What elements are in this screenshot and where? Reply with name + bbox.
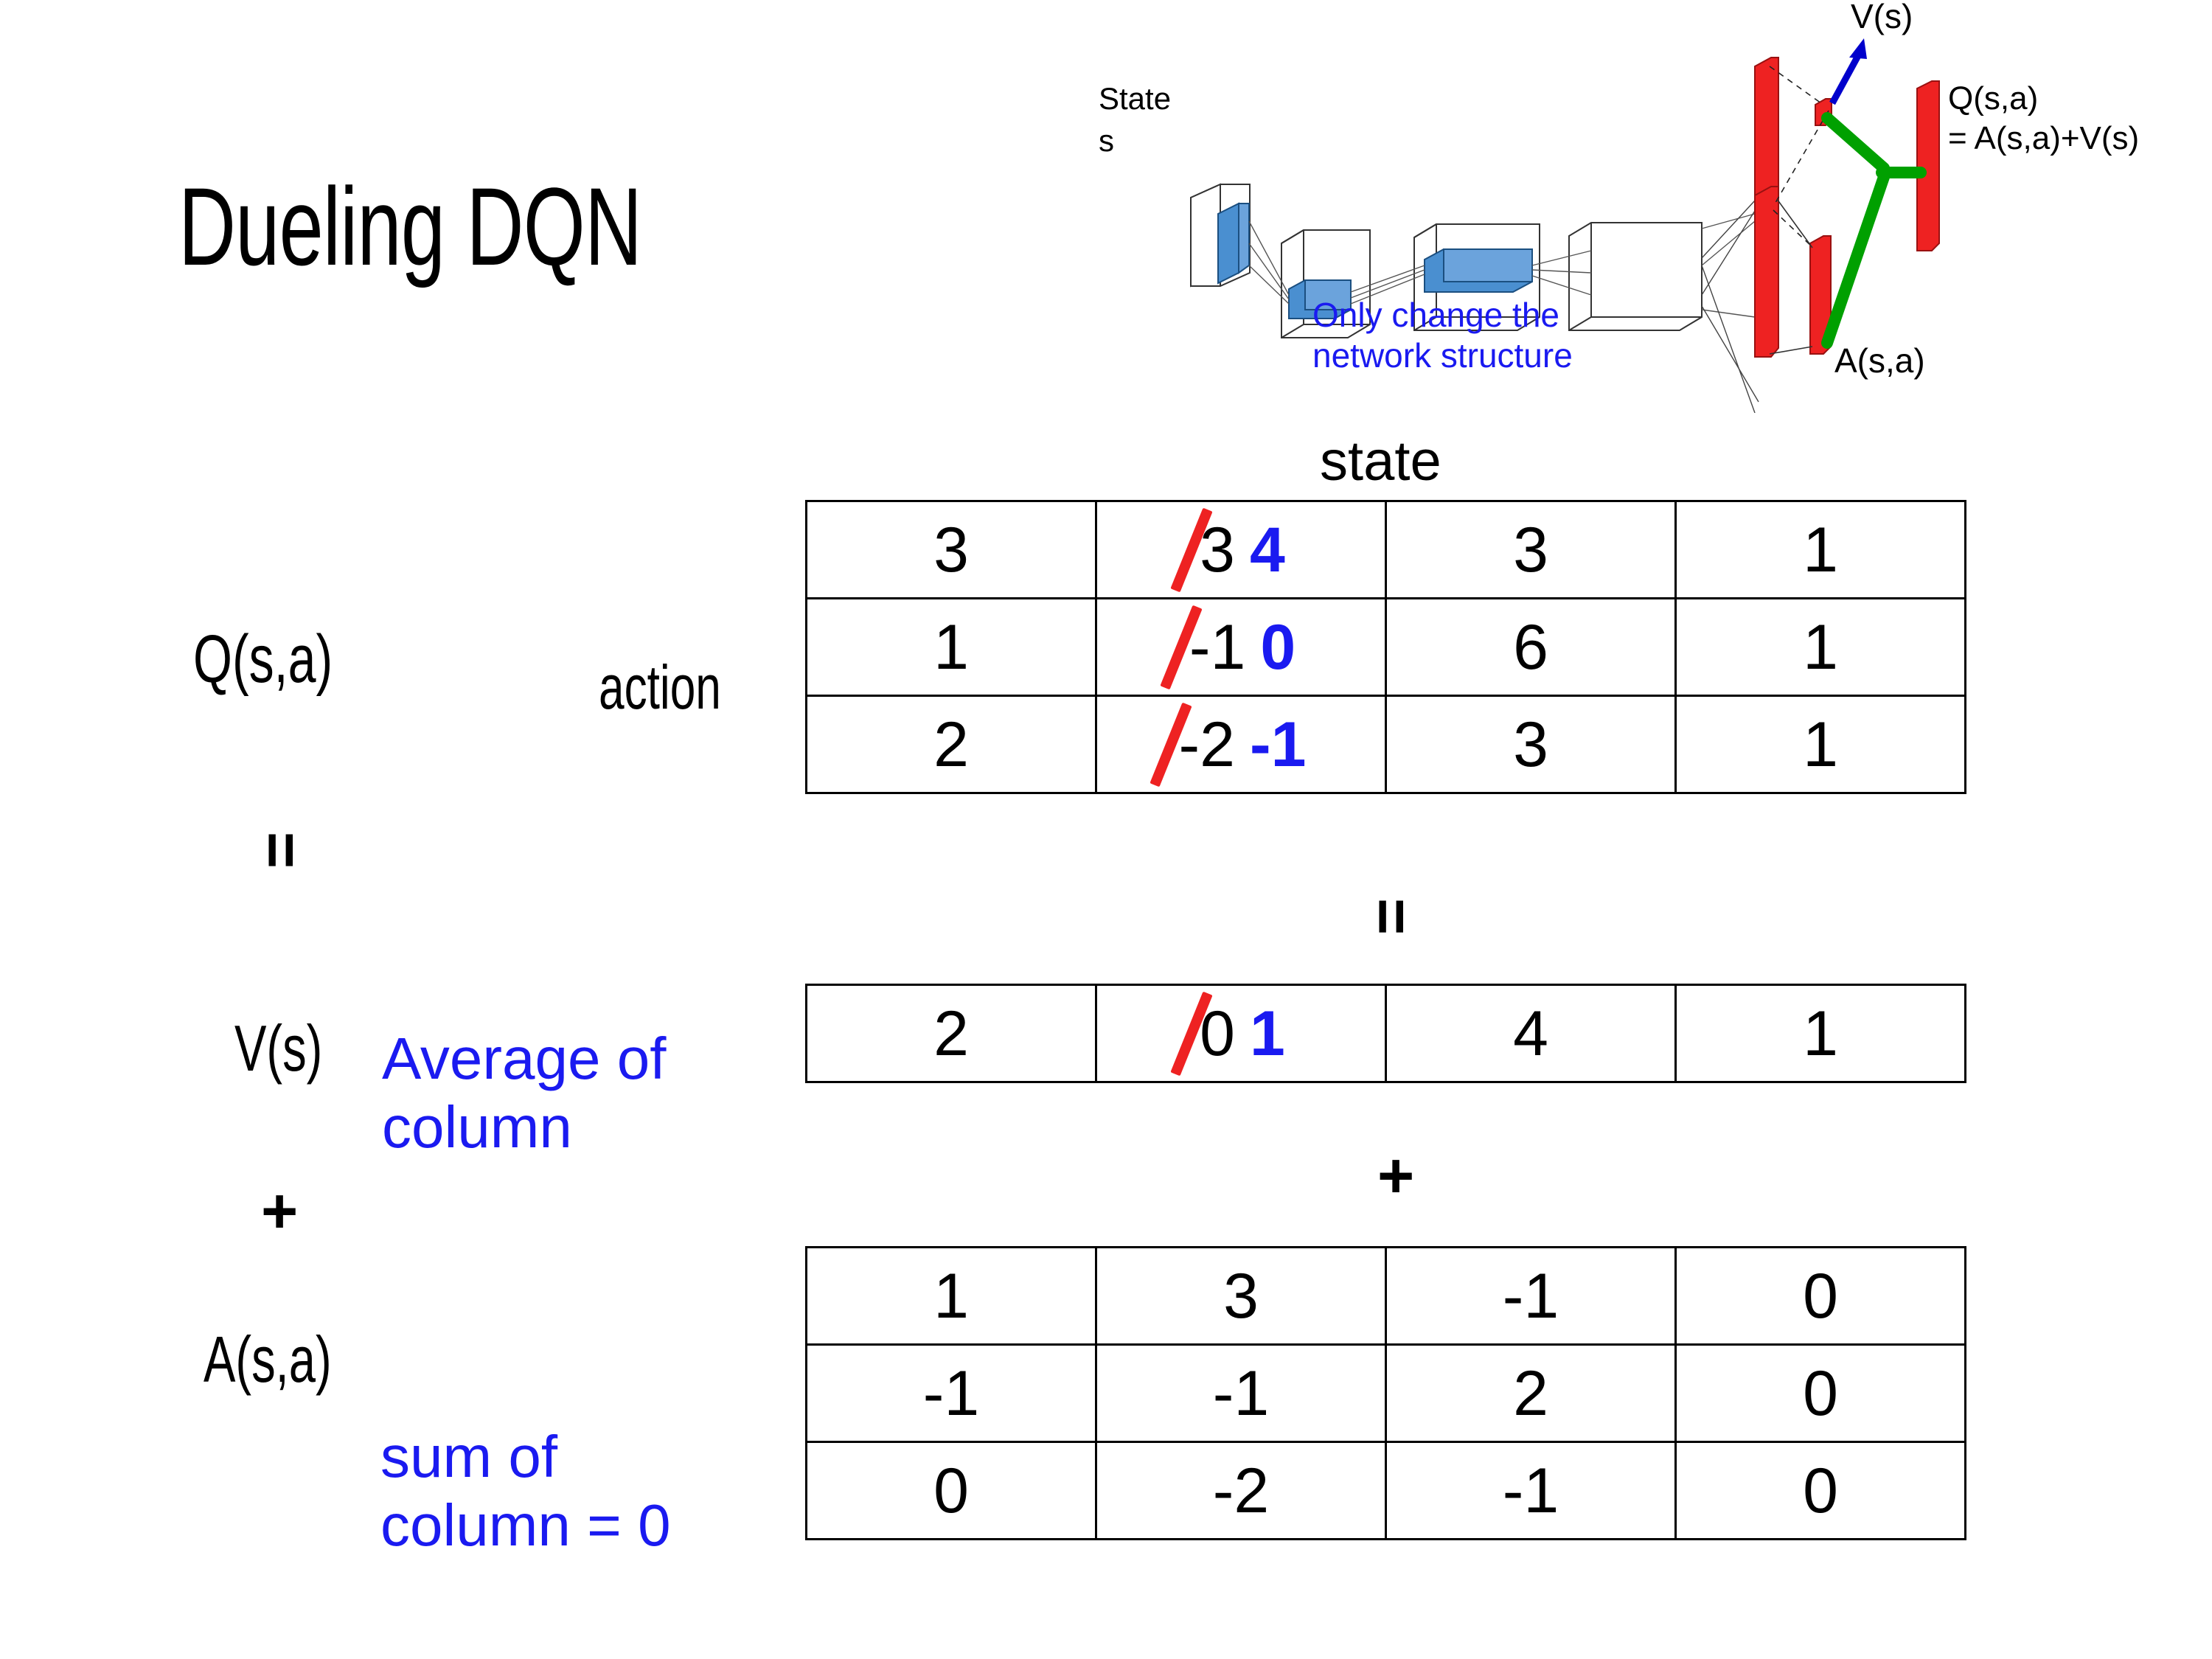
matrix-cell: 3 bbox=[1385, 695, 1677, 794]
plus-operator-left: + bbox=[261, 1176, 299, 1247]
matrix-cell: -2 bbox=[1095, 1441, 1387, 1540]
matrix-cell: 1 bbox=[1674, 597, 1966, 697]
q-matrix-label: Q(s,a) bbox=[193, 622, 333, 697]
equals-operator-left: = bbox=[246, 831, 317, 869]
matrix-cell: -2-1 bbox=[1095, 695, 1387, 794]
diagram-advantage-label: A(s,a) bbox=[1834, 341, 1925, 380]
state-axis-label: state bbox=[1320, 430, 1441, 493]
matrix-cell: 6 bbox=[1385, 597, 1677, 697]
matrix-cell: 3 bbox=[1385, 500, 1677, 599]
corrected-value: 0 bbox=[1260, 611, 1296, 683]
average-of-column-note: Average of column bbox=[382, 1026, 667, 1160]
matrix-cell: 2 bbox=[1385, 1343, 1677, 1443]
matrix-cell: 1 bbox=[805, 597, 1097, 697]
matrix-cell: 1 bbox=[1674, 984, 1966, 1083]
matrix-cell: 0 bbox=[1674, 1246, 1966, 1346]
matrix-cell: -1 bbox=[805, 1343, 1097, 1443]
diagram-state-label: State bbox=[1099, 81, 1171, 116]
diagram-q-label-line1: Q(s,a) bbox=[1948, 80, 2038, 116]
matrix-cell: -1 bbox=[1385, 1441, 1677, 1540]
v-matrix-label: V(s) bbox=[234, 1012, 323, 1085]
matrix-cell: 2 bbox=[805, 695, 1097, 794]
matrix-cell: 0 bbox=[1674, 1441, 1966, 1540]
matrix-cell: 4 bbox=[1385, 984, 1677, 1083]
page-title: Dueling DQN bbox=[178, 164, 642, 288]
matrix-cell: -1 bbox=[1095, 1343, 1387, 1443]
corrected-value: 1 bbox=[1250, 998, 1285, 1069]
struck-old-value: 0 bbox=[1197, 1002, 1238, 1065]
matrix-cell: 3 bbox=[805, 500, 1097, 599]
matrix-cell: 1 bbox=[1674, 500, 1966, 599]
corrected-value: 4 bbox=[1250, 514, 1285, 585]
equals-operator-middle: = bbox=[1356, 897, 1427, 936]
corrected-value: -1 bbox=[1250, 709, 1307, 780]
matrix-cell: 3 bbox=[1095, 1246, 1387, 1346]
matrix-cell: 1 bbox=[1674, 695, 1966, 794]
struck-old-value: -2 bbox=[1176, 713, 1238, 776]
matrix-cell: 0 bbox=[805, 1441, 1097, 1540]
matrix-cell: 0 bbox=[1674, 1343, 1966, 1443]
matrix-cell: 2 bbox=[805, 984, 1097, 1083]
matrix-cell: -1 bbox=[1385, 1246, 1677, 1346]
sum-of-column-note: sum of column = 0 bbox=[380, 1424, 671, 1558]
matrix-cell: 1 bbox=[805, 1246, 1097, 1346]
diagram-q-label-line2: = A(s,a)+V(s) bbox=[1948, 120, 2139, 156]
diagram-value-label: V(s) bbox=[1851, 0, 1913, 35]
struck-old-value: -1 bbox=[1186, 616, 1248, 679]
action-axis-label: action bbox=[599, 653, 721, 722]
diagram-note: Only change the network structure bbox=[1312, 296, 1573, 375]
struck-old-value: 3 bbox=[1197, 518, 1238, 582]
dueling-network-diagram: State s V(s) A(s,a) Q(s,a) = A(s,a)+V(s) bbox=[1091, 0, 2212, 413]
plus-operator-middle: + bbox=[1377, 1141, 1415, 1211]
a-matrix-label: A(s,a) bbox=[204, 1323, 332, 1396]
diagram-state-sublabel: s bbox=[1099, 123, 1114, 158]
